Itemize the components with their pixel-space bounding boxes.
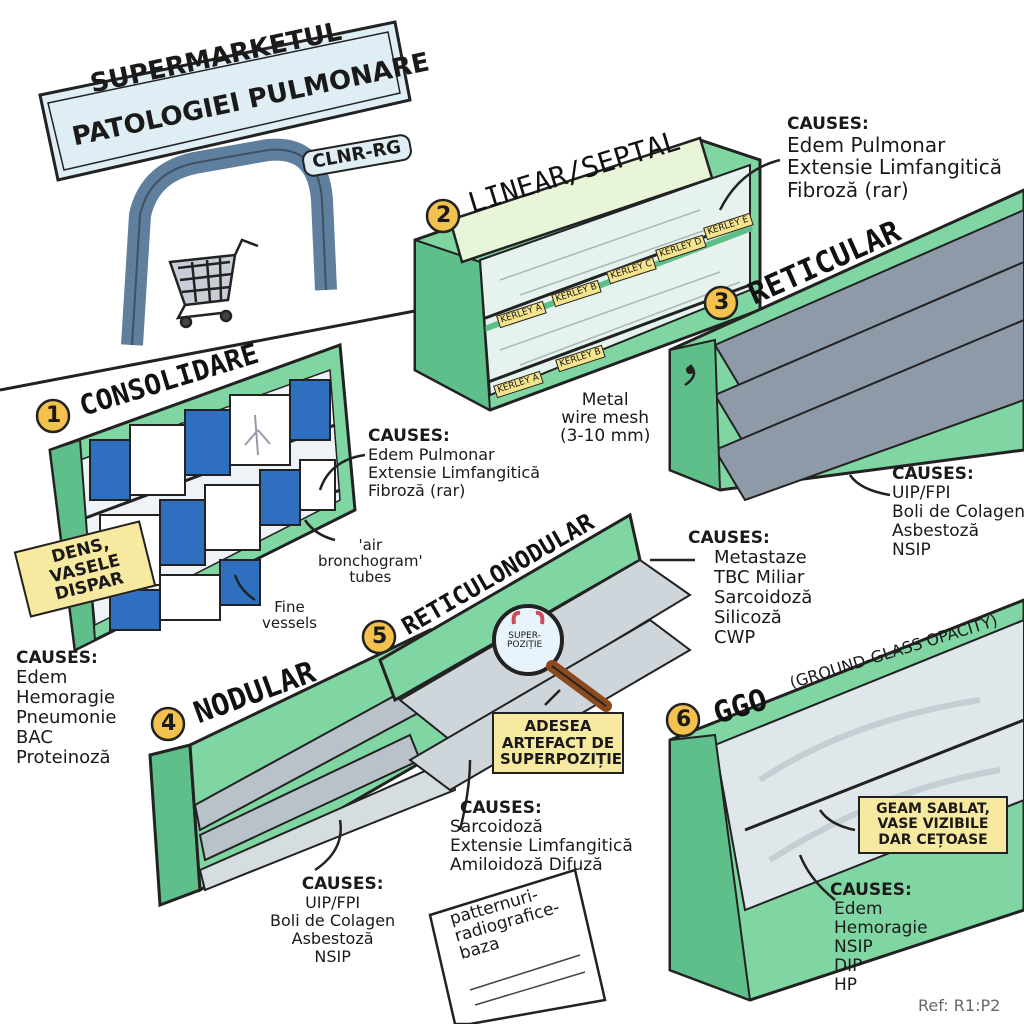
cause-item: Sarcoidoză bbox=[450, 816, 543, 837]
causes-heading: CAUSES: bbox=[16, 648, 98, 668]
reference-label: Ref: R1:P2 bbox=[918, 996, 1001, 1015]
store-sign bbox=[38, 20, 412, 182]
causes-ggo: CAUSES: Edem Hemoragie NSIP DIP HP bbox=[830, 880, 928, 995]
cause-item: Edem bbox=[16, 666, 68, 688]
cause-item: UIP/FPI bbox=[305, 892, 361, 912]
cause-item: Hemoragie bbox=[16, 687, 116, 708]
causes-heading: CAUSES: bbox=[368, 426, 450, 446]
causes-reticular: CAUSES: UIP/FPI Boli de Colagen Asbestoz… bbox=[892, 464, 1024, 560]
cause-item: Pneumonie bbox=[16, 707, 117, 729]
number-badges bbox=[35, 198, 739, 742]
badge-1: 1 bbox=[46, 403, 62, 428]
causes-heading: CAUSES: bbox=[460, 798, 542, 818]
artefact-note: ADESEA ARTEFACT DE SUPERPOZIȚIE bbox=[492, 712, 624, 774]
cause-item: Sarcoidoză bbox=[714, 587, 813, 609]
cause-item: Extensie Limfangitică bbox=[787, 155, 1002, 180]
causes-reticulonodular-lower: CAUSES: Sarcoidoză Extensie Limfangitică… bbox=[450, 798, 633, 875]
cause-item: Edem Pulmonar bbox=[368, 444, 495, 464]
shelf-reticular bbox=[668, 188, 1024, 502]
ggo-note: GEAM SABLAT, VASE VIZIBILE DAR CEȚOASE bbox=[858, 796, 1008, 855]
badge-2: 2 bbox=[436, 203, 452, 228]
air-bronchogram-label: 'air bronchogram' tubes bbox=[318, 536, 423, 586]
cause-item: Silicoză bbox=[714, 607, 782, 629]
badge-5: 5 bbox=[372, 624, 388, 649]
shelf-ggo bbox=[668, 598, 1024, 1002]
badge-3: 3 bbox=[714, 290, 730, 315]
causes-consolidare-middle: CAUSES: Edem Pulmonar Extensie Limfangit… bbox=[368, 426, 540, 500]
cause-item: HP bbox=[834, 974, 858, 995]
cause-item: Proteinoză bbox=[16, 747, 111, 769]
cause-item: Fibroză (rar) bbox=[787, 177, 909, 202]
cause-item: Edem bbox=[834, 898, 883, 919]
cause-item: Extensie Limfangitică bbox=[368, 462, 540, 482]
causes-heading: CAUSES: bbox=[688, 528, 770, 548]
cause-item: UIP/FPI bbox=[892, 482, 951, 503]
cause-item: TBC Miliar bbox=[714, 567, 805, 588]
shopping-cart-icon bbox=[168, 238, 259, 329]
causes-nodular: CAUSES: UIP/FPI Boli de Colagen Asbestoz… bbox=[270, 874, 396, 966]
fine-vessels-label: Fine vessels bbox=[262, 598, 317, 632]
badge-6: 6 bbox=[676, 707, 692, 732]
cause-item: Metastaze bbox=[714, 546, 807, 568]
cause-item: DIP bbox=[834, 955, 863, 976]
paper-sheet bbox=[428, 868, 607, 1024]
badge-4: 4 bbox=[161, 711, 177, 736]
causes-consolidare: CAUSES: Edem Hemoragie Pneumonie BAC Pro… bbox=[16, 648, 117, 769]
cause-item: Asbestoză bbox=[892, 520, 980, 541]
cause-item: Amiloidoză Difuză bbox=[450, 854, 603, 875]
cause-item: Fibroză (rar) bbox=[368, 480, 466, 500]
cause-item: BAC bbox=[16, 727, 53, 749]
cause-item: Extensie Limfangitică bbox=[450, 835, 633, 856]
causes-heading: CAUSES: bbox=[892, 464, 974, 484]
cause-item: NSIP bbox=[892, 539, 931, 560]
causes-linear-septal: CAUSES: Edem Pulmonar Extensie Limfangit… bbox=[787, 114, 1002, 202]
cause-item: CWP bbox=[714, 627, 756, 649]
cause-item: Boli de Colagen bbox=[270, 910, 396, 930]
cause-item: NSIP bbox=[314, 946, 351, 966]
causes-heading: CAUSES: bbox=[787, 114, 869, 134]
metal-mesh-label: Metal wire mesh (3-10 mm) bbox=[560, 390, 651, 446]
cause-item: NSIP bbox=[834, 936, 873, 957]
magnifier-icon bbox=[492, 604, 612, 712]
causes-heading: CAUSES: bbox=[301, 874, 384, 894]
cause-item: Edem Pulmonar bbox=[787, 132, 946, 157]
magnifier-label: SUPER- POZIȚIE bbox=[507, 631, 543, 651]
causes-reticulonodular: CAUSES: Metastaze TBC Miliar Sarcoidoză … bbox=[688, 528, 813, 649]
causes-heading: CAUSES: bbox=[830, 880, 912, 900]
annotation-arrows bbox=[233, 158, 891, 901]
cause-item: Boli de Colagen bbox=[892, 501, 1024, 522]
cause-item: Hemoragie bbox=[834, 917, 928, 938]
cause-item: Asbestoză bbox=[291, 928, 374, 948]
